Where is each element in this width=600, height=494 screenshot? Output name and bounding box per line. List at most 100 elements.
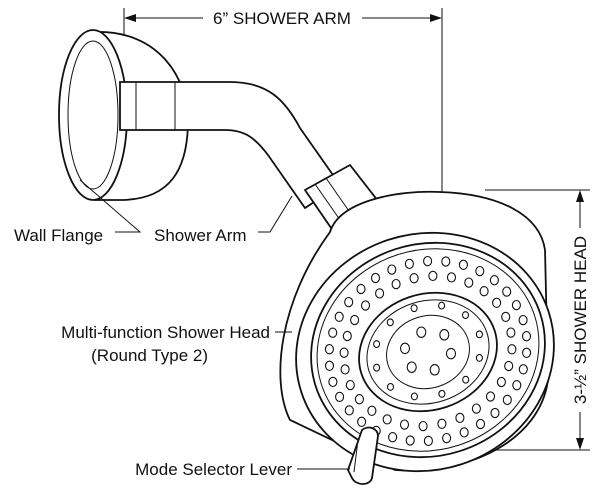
spray-nozzle xyxy=(492,297,502,308)
spray-nozzle xyxy=(360,300,371,311)
spray-nozzle xyxy=(502,286,512,297)
spray-nozzle xyxy=(462,375,470,384)
spray-nozzle xyxy=(386,382,395,391)
spray-nozzle xyxy=(518,314,528,326)
arm-dimension-label: 6” SHOWER ARM xyxy=(213,9,351,28)
spray-nozzle xyxy=(373,340,381,349)
head-dimension-label: 3-½” SHOWER HEAD xyxy=(571,236,590,404)
spray-nozzle xyxy=(334,311,344,322)
spray-nozzle xyxy=(356,283,366,295)
spray-nozzle xyxy=(324,344,334,355)
spray-nozzle xyxy=(459,427,469,438)
spray-nozzle xyxy=(521,331,532,342)
arm-dim-arrow-left xyxy=(124,14,136,22)
spray-nozzle xyxy=(350,314,360,326)
spray-nozzle xyxy=(446,272,457,283)
spray-nozzle xyxy=(428,270,438,282)
head-dimension: 3-½” SHOWER HEAD xyxy=(380,189,590,451)
spray-nozzle xyxy=(475,353,483,362)
spray-nozzle xyxy=(404,258,414,270)
spray-nozzle xyxy=(344,405,354,416)
spray-nozzle xyxy=(375,288,385,299)
spray-nozzle xyxy=(405,435,415,446)
spray-nozzle xyxy=(342,330,352,342)
spray-nozzle xyxy=(399,419,410,430)
spray-nozzle xyxy=(438,389,446,398)
shower-head-label-line1: Multi-function Shower Head xyxy=(61,323,270,342)
spray-nozzle xyxy=(410,392,418,401)
spray-nozzle xyxy=(429,364,440,376)
spray-nozzle xyxy=(409,273,419,284)
wall-flange-leader xyxy=(79,179,142,233)
spray-nozzle xyxy=(339,347,349,358)
spray-nozzle xyxy=(442,432,452,444)
arm-dim-arrow-right xyxy=(430,14,442,22)
spray-nozzle xyxy=(382,414,392,425)
wall-flange-label: Wall Flange xyxy=(14,226,103,245)
spray-nozzle xyxy=(335,391,345,403)
spray-nozzle xyxy=(439,329,450,341)
spray-nozzle xyxy=(455,412,465,424)
spray-nozzle xyxy=(373,363,381,372)
spray-nozzle xyxy=(511,299,521,311)
spray-nozzle xyxy=(328,327,338,338)
arm-dimension: 6” SHOWER ARM xyxy=(123,8,443,215)
spray-nozzle xyxy=(345,379,355,391)
spray-nozzle xyxy=(406,361,417,373)
shower-head-label-line2: (Round Type 2) xyxy=(91,346,208,365)
spray-nozzle xyxy=(490,407,500,419)
spray-nozzle xyxy=(340,364,350,375)
spray-nozzle xyxy=(387,264,397,275)
spray-nozzle xyxy=(445,347,457,360)
spray-nozzle xyxy=(418,420,428,432)
spray-nozzle xyxy=(522,347,532,358)
spray-nozzle xyxy=(461,311,470,320)
spray-nozzle xyxy=(475,265,485,277)
spray-nozzle xyxy=(441,256,451,267)
spray-nozzle xyxy=(423,255,433,267)
spray-nozzle xyxy=(518,364,528,375)
head-dim-arrow-top xyxy=(576,190,584,202)
spray-nozzle xyxy=(485,391,496,402)
spray-nozzle xyxy=(479,286,489,297)
head-dim-arrow-bottom xyxy=(576,438,584,450)
spray-nozzle xyxy=(506,327,516,338)
spray-nozzle xyxy=(504,360,514,372)
spray-nozzle xyxy=(344,296,354,308)
spray-nozzle xyxy=(367,405,377,416)
spray-nozzle xyxy=(502,394,512,406)
spray-nozzle xyxy=(324,360,335,371)
mode-selector-lever xyxy=(347,426,379,485)
spray-nozzle xyxy=(328,376,338,388)
spray-nozzle xyxy=(386,318,394,327)
spray-nozzle xyxy=(475,330,483,339)
spray-nozzle xyxy=(438,301,446,310)
spray-nozzle xyxy=(416,326,427,338)
leader-lines xyxy=(79,179,350,470)
mode-lever-label: Mode Selector Lever xyxy=(135,460,292,479)
shower-arm-label: Shower Arm xyxy=(154,226,247,245)
spray-nozzle xyxy=(423,435,433,447)
spray-nozzle xyxy=(391,278,401,290)
spray-nozzle xyxy=(471,403,481,414)
spray-nozzle xyxy=(496,376,506,388)
spray-nozzle xyxy=(512,380,522,391)
spray-nozzle xyxy=(437,418,447,429)
shower-arm-leader xyxy=(258,195,293,233)
spray-nozzle xyxy=(464,277,474,288)
spray-nozzle xyxy=(399,342,411,355)
spray-nozzles xyxy=(324,255,532,447)
spray-nozzle xyxy=(357,416,367,427)
spray-nozzle xyxy=(410,304,418,313)
spray-nozzle xyxy=(475,418,486,430)
spray-nozzle xyxy=(354,394,364,405)
spray-nozzle xyxy=(388,432,398,443)
spray-nozzle xyxy=(370,272,381,284)
shower-head xyxy=(279,163,555,473)
spray-nozzle xyxy=(507,344,517,355)
spray-nozzle xyxy=(489,275,499,286)
spray-nozzle xyxy=(458,259,468,270)
spray-nozzle xyxy=(501,311,511,323)
